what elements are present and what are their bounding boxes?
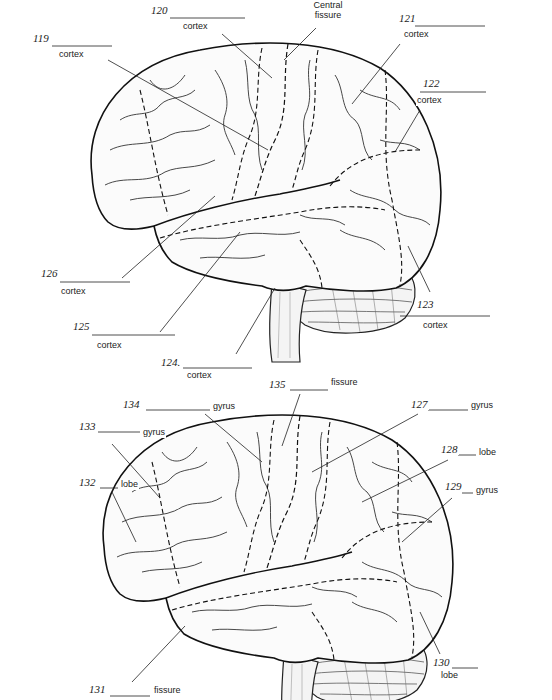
label-text: cortex <box>60 287 87 297</box>
brain-top <box>91 43 441 362</box>
label-text: cortex <box>58 50 85 60</box>
callout-number: 128 <box>440 443 459 455</box>
label-text: lobe <box>478 448 497 458</box>
label-text: gyrus <box>212 402 236 412</box>
label-text: Central fissure <box>302 1 354 21</box>
callout-number: 135 <box>268 378 287 390</box>
callout-number: 125 <box>72 320 91 332</box>
label-text: gyrus <box>142 428 166 438</box>
callout-number: 124. <box>160 356 181 368</box>
label-text: gyrus <box>475 486 499 496</box>
label-text: cortex <box>416 96 443 106</box>
callout-number: 129 <box>444 480 463 492</box>
label-text: cortex <box>403 30 430 40</box>
label-text: gyrus <box>470 401 494 411</box>
label-text: cortex <box>182 22 209 32</box>
brain-bottom <box>103 415 453 700</box>
label-text: cortex <box>422 321 449 331</box>
label-text: lobe <box>120 480 139 490</box>
callout-number: 132 <box>78 476 97 488</box>
leader-lines <box>108 28 452 682</box>
callout-number: 134 <box>122 398 141 410</box>
label-text: cortex <box>96 341 123 351</box>
answer-lines <box>52 18 490 696</box>
callout-number: 122 <box>422 77 441 89</box>
label-text: fissure <box>330 378 359 388</box>
callout-number: 119 <box>32 32 50 44</box>
callout-number: 127 <box>410 398 429 410</box>
callout-number: 123 <box>416 298 435 310</box>
callout-number: 120 <box>150 4 169 16</box>
callout-number: 126 <box>40 267 59 279</box>
callout-number: 121 <box>398 12 417 24</box>
label-text: lobe <box>440 671 459 681</box>
label-text: cortex <box>186 371 213 381</box>
callout-number: 130 <box>432 656 451 668</box>
label-text: fissure <box>153 686 182 696</box>
callout-number: 131 <box>88 683 107 695</box>
callout-number: 133 <box>78 420 97 432</box>
